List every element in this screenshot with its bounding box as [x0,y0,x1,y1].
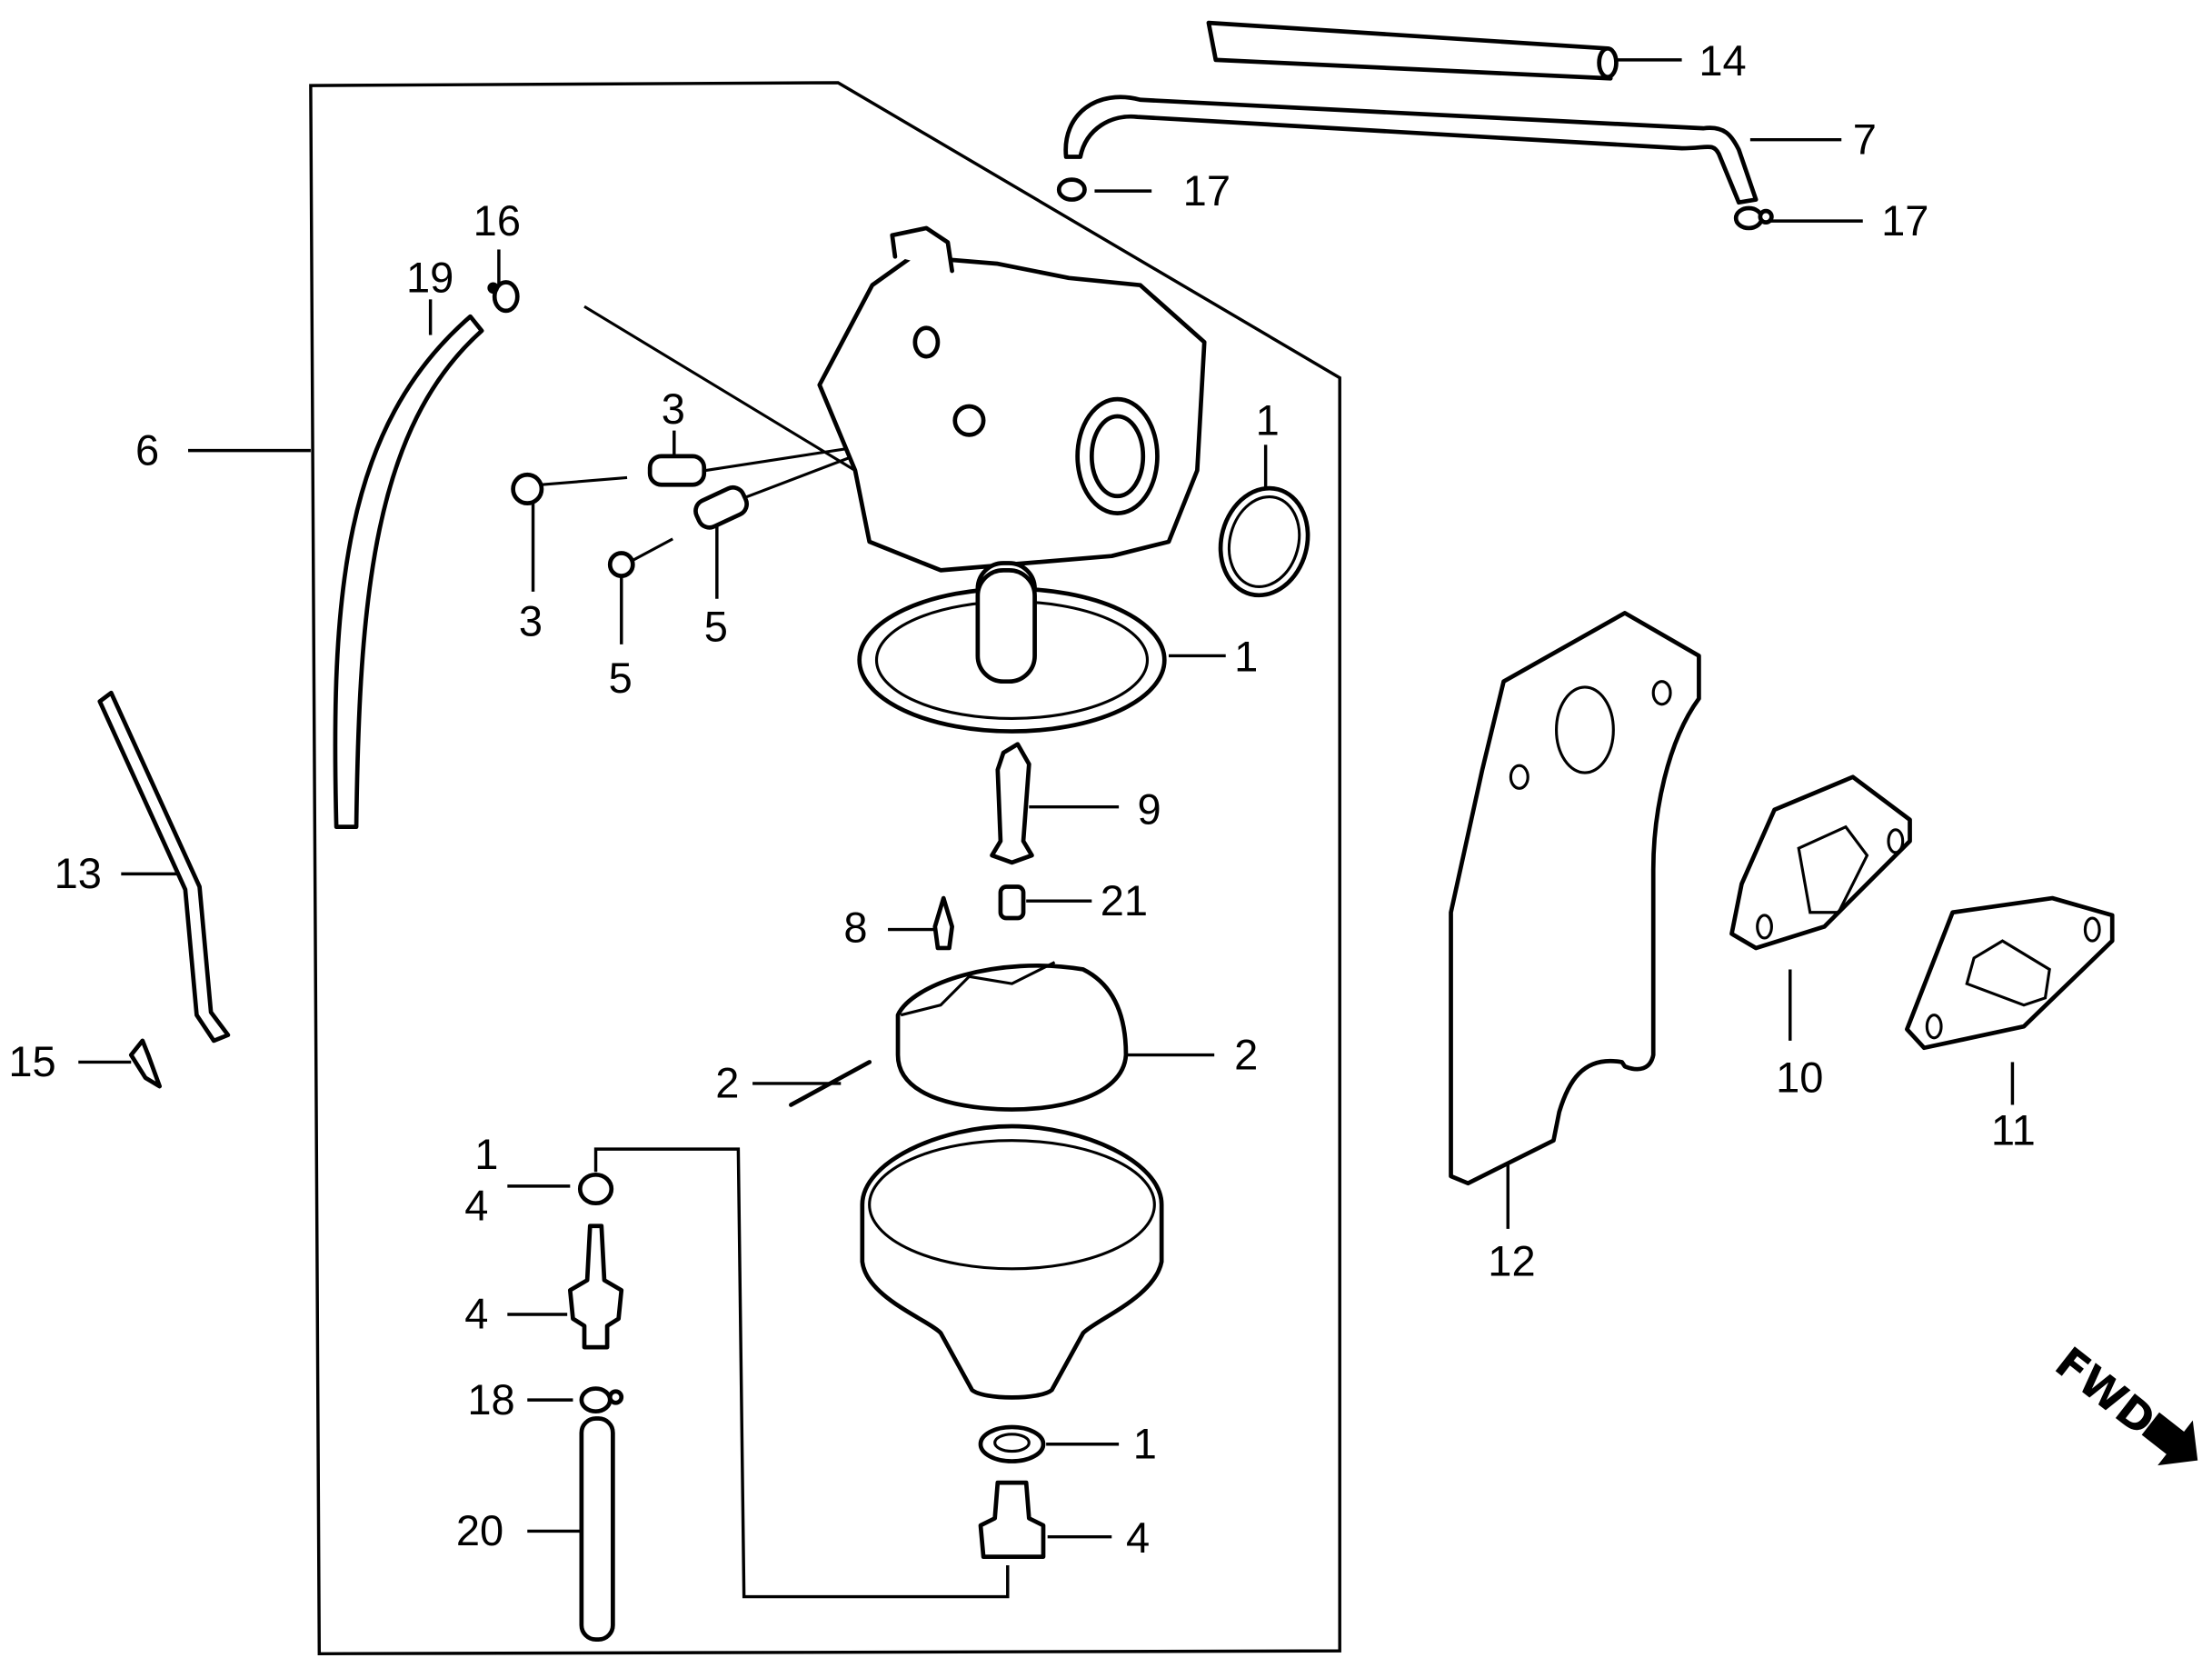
part-14-fuel-tube [1206,20,1619,81]
part-7-bent-tube [1063,95,1759,205]
part-15-spring-clip [128,1038,163,1089]
part-13-throttle-rod [97,690,231,1044]
callout-19: 19 [406,254,453,302]
callout-16: 16 [473,196,521,245]
callout-7: 7 [1853,115,1877,163]
fwd-indicator: FWD [2046,1338,2198,1466]
callout-18: 18 [467,1375,514,1423]
callout-8: 8 [843,904,867,952]
callout-1-gasket: 1 [1234,633,1258,681]
callout-21: 21 [1101,876,1148,924]
part-8-float-valve [932,895,954,951]
callout-12: 12 [1488,1237,1535,1285]
callout-1-washer: 1 [474,1130,498,1178]
callout-3-screw: 3 [519,596,543,644]
part-5-spring [693,484,749,530]
part-20-drain-tube [579,1416,615,1642]
callout-3-spring: 3 [662,385,685,433]
callout-17-right: 17 [1881,196,1928,245]
part-1-float-gasket [857,567,1167,734]
callout-2-pin: 2 [715,1059,739,1107]
part-2-float [895,961,1129,1112]
callout-1-bottom: 1 [1133,1419,1157,1467]
callout-5-screw: 5 [609,654,633,702]
part-12-insulator-plate [1449,611,1701,1186]
callout-10: 10 [1776,1053,1823,1101]
part-3-screw [511,472,628,505]
part-19-breather-tube [333,314,484,829]
callout-4-washer: 4 [464,1182,488,1230]
part-16-clip [487,280,520,314]
arrow-down-right-icon [2141,1412,2198,1466]
assembly-boundary [309,81,1341,1656]
callout-20: 20 [456,1506,503,1554]
part-3-spring [647,454,707,487]
callout-9: 9 [1138,785,1161,834]
callout-14: 14 [1699,36,1746,85]
callout-2-float: 2 [1234,1030,1258,1078]
part-11-gasket [1905,895,2115,1051]
part-17-clip-left [1056,177,1087,202]
callout-4-drain-screw: 4 [464,1290,488,1338]
part-4-bolt [978,1480,1046,1559]
float-chamber [860,1124,1164,1400]
callout-labels: 6 19 16 3 3 5 5 1 1 9 21 8 2 2 1 4 4 18 … [8,36,2035,1562]
callout-5-spring: 5 [704,603,728,651]
part-1-washer-bottom [978,1424,1046,1463]
part-9-main-nozzle [990,742,1034,865]
callout-6: 6 [135,425,159,474]
callout-13: 13 [55,849,102,897]
part-17-clip-right [1733,205,1774,231]
part-10-carburetor-insulator [1729,774,1912,951]
part-18-clip [579,1386,624,1414]
part-4-drain-screw [567,1224,624,1350]
part-1-oring-intake [1218,485,1310,598]
callout-17-left: 17 [1183,166,1231,215]
callout-15: 15 [8,1037,55,1085]
part-2-float-pin [789,1060,872,1107]
part-5-screw [607,537,673,578]
callout-11: 11 [1991,1105,2036,1154]
callout-4-bolt: 4 [1126,1513,1150,1562]
part-21-main-jet [998,884,1026,921]
part-4-washer-top [577,1172,614,1206]
callout-1-oring: 1 [1256,395,1280,444]
